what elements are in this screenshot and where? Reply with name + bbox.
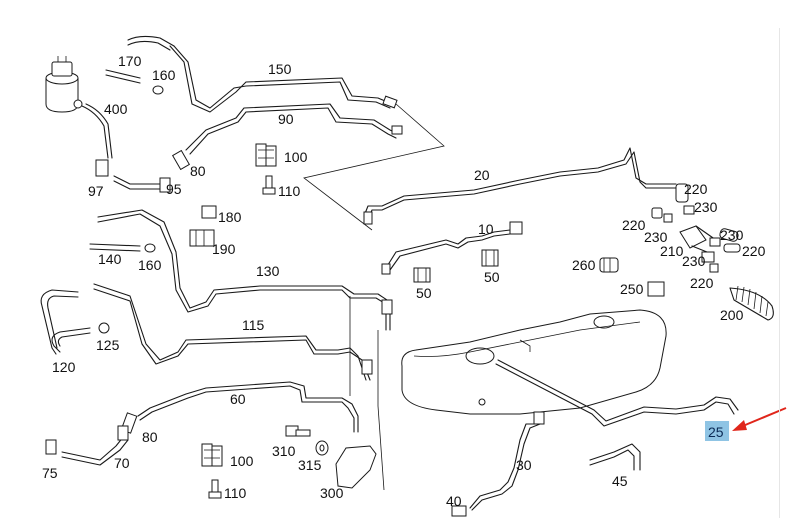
callout-25[interactable]: 25 xyxy=(708,424,724,440)
callout-75[interactable]: 75 xyxy=(42,465,58,481)
red-arrow-head xyxy=(732,420,747,431)
line-10 xyxy=(381,221,523,275)
callout-130[interactable]: 130 xyxy=(256,263,280,279)
corrugated-hose-200 xyxy=(729,285,774,321)
callout-400[interactable]: 400 xyxy=(104,101,128,117)
callout-90[interactable]: 90 xyxy=(278,111,294,127)
callout-80-lower[interactable]: 80 xyxy=(142,429,158,445)
line-60 xyxy=(120,381,359,434)
line-30 xyxy=(451,411,545,517)
callout-80[interactable]: 80 xyxy=(190,163,206,179)
callout-230-d[interactable]: 230 xyxy=(682,253,706,269)
hose-120 xyxy=(40,289,110,355)
callout-labels: 170 160 150 400 90 100 80 95 97 110 20 1… xyxy=(42,53,766,509)
callout-220-a[interactable]: 220 xyxy=(684,181,708,197)
callout-140[interactable]: 140 xyxy=(98,251,122,267)
callout-310[interactable]: 310 xyxy=(272,443,296,459)
callout-50-left[interactable]: 50 xyxy=(416,285,432,301)
callout-210[interactable]: 210 xyxy=(660,243,684,259)
callout-45[interactable]: 45 xyxy=(612,473,628,489)
line-25 xyxy=(495,359,739,427)
callout-115[interactable]: 115 xyxy=(242,317,265,333)
callout-95[interactable]: 95 xyxy=(166,181,182,197)
callout-315[interactable]: 315 xyxy=(298,457,322,473)
callout-40[interactable]: 40 xyxy=(446,493,462,509)
callout-200[interactable]: 200 xyxy=(720,307,744,323)
connector-80-upper xyxy=(95,149,191,193)
guide-frame xyxy=(303,103,445,231)
parts-250-260 xyxy=(599,257,665,297)
callout-160[interactable]: 160 xyxy=(152,67,176,83)
callout-300[interactable]: 300 xyxy=(320,485,344,501)
callout-250[interactable]: 250 xyxy=(620,281,644,297)
line-115 xyxy=(93,283,373,381)
callout-70[interactable]: 70 xyxy=(114,455,130,471)
bolt-310-washer-315 xyxy=(285,425,329,456)
line-90 xyxy=(185,103,403,155)
callout-260[interactable]: 260 xyxy=(572,257,596,273)
callout-97[interactable]: 97 xyxy=(88,183,104,199)
callout-60[interactable]: 60 xyxy=(230,391,246,407)
highlight-box xyxy=(705,421,729,441)
callout-230-a[interactable]: 230 xyxy=(694,199,718,215)
clip-100-lower xyxy=(201,443,223,499)
highlighted-part-25[interactable]: 25 xyxy=(705,407,787,441)
callout-100[interactable]: 100 xyxy=(284,149,308,165)
callout-20[interactable]: 20 xyxy=(474,167,490,183)
callout-110-lower[interactable]: 110 xyxy=(224,485,247,501)
callout-30[interactable]: 30 xyxy=(516,457,532,473)
red-arrow-icon xyxy=(737,407,787,429)
callout-50-right[interactable]: 50 xyxy=(484,269,500,285)
clip-100-upper xyxy=(255,143,277,195)
fuel-filter xyxy=(45,56,113,159)
callout-10[interactable]: 10 xyxy=(478,221,494,237)
line-130 xyxy=(89,209,393,331)
clamps-50 xyxy=(413,249,499,283)
callout-100-lower[interactable]: 100 xyxy=(230,453,254,469)
vent-valve-cluster xyxy=(651,183,741,273)
callout-160-lower[interactable]: 160 xyxy=(138,257,162,273)
hose-170 xyxy=(105,35,175,95)
line-150 xyxy=(169,45,398,113)
callout-110[interactable]: 110 xyxy=(278,183,301,199)
callout-230-c[interactable]: 230 xyxy=(720,227,744,243)
callout-220-c[interactable]: 220 xyxy=(742,243,766,259)
callout-180[interactable]: 180 xyxy=(218,209,242,225)
callout-190[interactable]: 190 xyxy=(212,241,236,257)
clip-180-190 xyxy=(189,205,217,247)
callout-125[interactable]: 125 xyxy=(96,337,120,353)
callout-220-b[interactable]: 220 xyxy=(622,217,646,233)
hose-70-75 xyxy=(45,425,129,466)
page-edge-divider xyxy=(779,28,780,518)
callout-120[interactable]: 120 xyxy=(52,359,76,375)
callout-170[interactable]: 170 xyxy=(118,53,142,69)
callout-220-d[interactable]: 220 xyxy=(690,275,714,291)
line-20 xyxy=(363,147,677,225)
fuel-tank xyxy=(401,309,667,415)
callout-150[interactable]: 150 xyxy=(268,61,292,77)
callout-230-b[interactable]: 230 xyxy=(644,229,668,245)
bracket-300 xyxy=(335,296,385,491)
hose-45 xyxy=(589,443,641,471)
